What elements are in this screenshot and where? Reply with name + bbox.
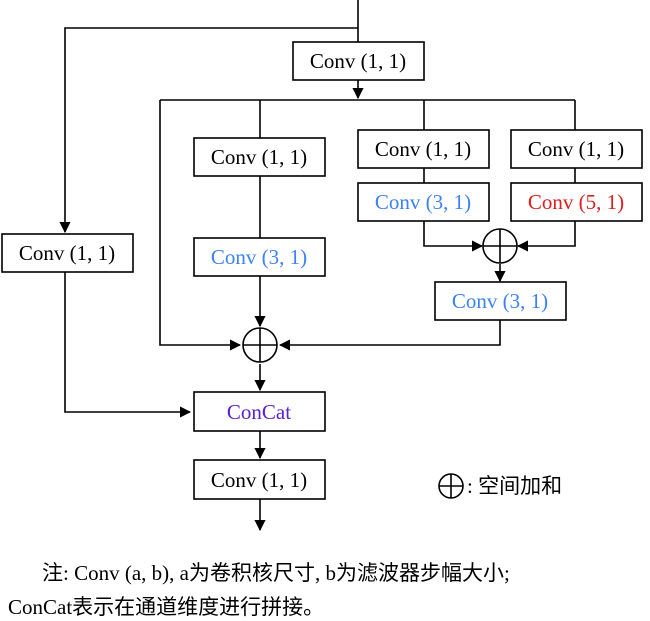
- concat-label: ConCat: [227, 400, 291, 424]
- b4-conv-b-label: Conv (5, 1): [528, 190, 624, 214]
- connections: [59, 0, 576, 532]
- merge-conv-label: Conv (3, 1): [452, 289, 548, 313]
- b2-conv-a-box: Conv (1, 1): [193, 137, 326, 177]
- b4-out-wire: [516, 221, 576, 252]
- network-diagram: Conv (1, 1) Conv (1, 1) Conv (1, 1) Conv…: [1, 0, 643, 532]
- b3-conv-a-label: Conv (1, 1): [375, 137, 471, 161]
- merge-conv-box: Conv (3, 1): [434, 281, 567, 321]
- left-conv-label: Conv (1, 1): [19, 241, 115, 265]
- left-branch-wire: [59, 27, 358, 234]
- inner-sum-icon: [482, 228, 518, 264]
- legend-sum-icon: [438, 473, 464, 499]
- left-conv-box: Conv (1, 1): [1, 233, 134, 273]
- top-conv-box: Conv (1, 1): [292, 41, 425, 81]
- identity-branch-wire: [159, 100, 242, 351]
- merge-out-wire: [278, 320, 501, 351]
- b2-conv-a-label: Conv (1, 1): [211, 145, 307, 169]
- b3-conv-a-box: Conv (1, 1): [357, 129, 490, 169]
- left-conv-out-wire: [64, 272, 192, 418]
- b4-conv-b-box: Conv (5, 1): [510, 182, 643, 222]
- main-sum-icon: [242, 327, 278, 363]
- top-conv-label: Conv (1, 1): [310, 49, 406, 73]
- legend-label: : 空间加和: [467, 474, 562, 498]
- caption-line-2: ConCat表示在通道维度进行拼接。: [8, 595, 325, 619]
- b3-conv-b-box: Conv (3, 1): [357, 182, 490, 222]
- b3-out-wire: [423, 221, 484, 252]
- legend: : 空间加和: [438, 473, 562, 499]
- concat-box: ConCat: [193, 391, 326, 432]
- out-conv-label: Conv (1, 1): [211, 468, 307, 492]
- caption-line-1: 注: Conv (a, b), a为卷积核尺寸, b为滤波器步幅大小;: [42, 561, 510, 585]
- b3-conv-b-label: Conv (3, 1): [375, 190, 471, 214]
- b4-conv-a-label: Conv (1, 1): [528, 137, 624, 161]
- b2-conv-b-label: Conv (3, 1): [211, 245, 307, 269]
- b2-conv-b-box: Conv (3, 1): [193, 237, 326, 277]
- b4-conv-a-box: Conv (1, 1): [510, 129, 643, 169]
- out-conv-box: Conv (1, 1): [193, 459, 326, 500]
